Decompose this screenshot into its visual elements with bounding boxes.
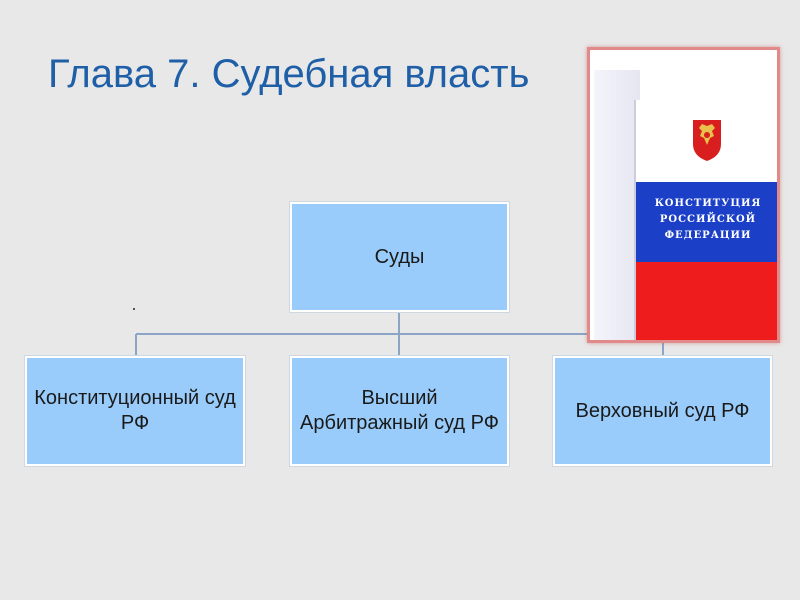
book-title-line: РОССИЙСКОЙ xyxy=(659,214,757,225)
book-title: КОНСТИТУЦИЯ РОССИЙСКОЙ ФЕДЕРАЦИИ xyxy=(636,196,777,244)
flag-stripe-blue xyxy=(636,182,777,262)
book-title-line: КОНСТИТУЦИЯ xyxy=(654,198,762,209)
flag-stripe-red xyxy=(636,262,777,340)
book-title-line: ФЕДЕРАЦИИ xyxy=(664,230,752,241)
node-label: Верховный суд РФ xyxy=(575,399,750,422)
stray-dot xyxy=(133,308,135,310)
slide-title: Глава 7. Судебная власть xyxy=(48,52,530,96)
root-node-label: Суды xyxy=(374,245,425,268)
constitution-book-image: КОНСТИТУЦИЯ РОССИЙСКОЙ ФЕДЕРАЦИИ xyxy=(587,47,780,343)
node-label: Конституционный суд РФ xyxy=(34,387,236,434)
node-arbitration-court: Высший Арбитражный суд РФ xyxy=(290,356,509,466)
coat-of-arms-icon xyxy=(693,120,721,161)
node-supreme-court: Верховный суд РФ xyxy=(553,356,772,466)
book-cover: КОНСТИТУЦИЯ РОССИЙСКОЙ ФЕДЕРАЦИИ xyxy=(634,100,777,340)
root-node-courts: Суды xyxy=(290,202,509,312)
node-constitutional-court: Конституционный суд РФ xyxy=(25,356,245,466)
book-spine xyxy=(594,70,640,340)
node-label: Высший Арбитражный суд РФ xyxy=(300,387,499,434)
